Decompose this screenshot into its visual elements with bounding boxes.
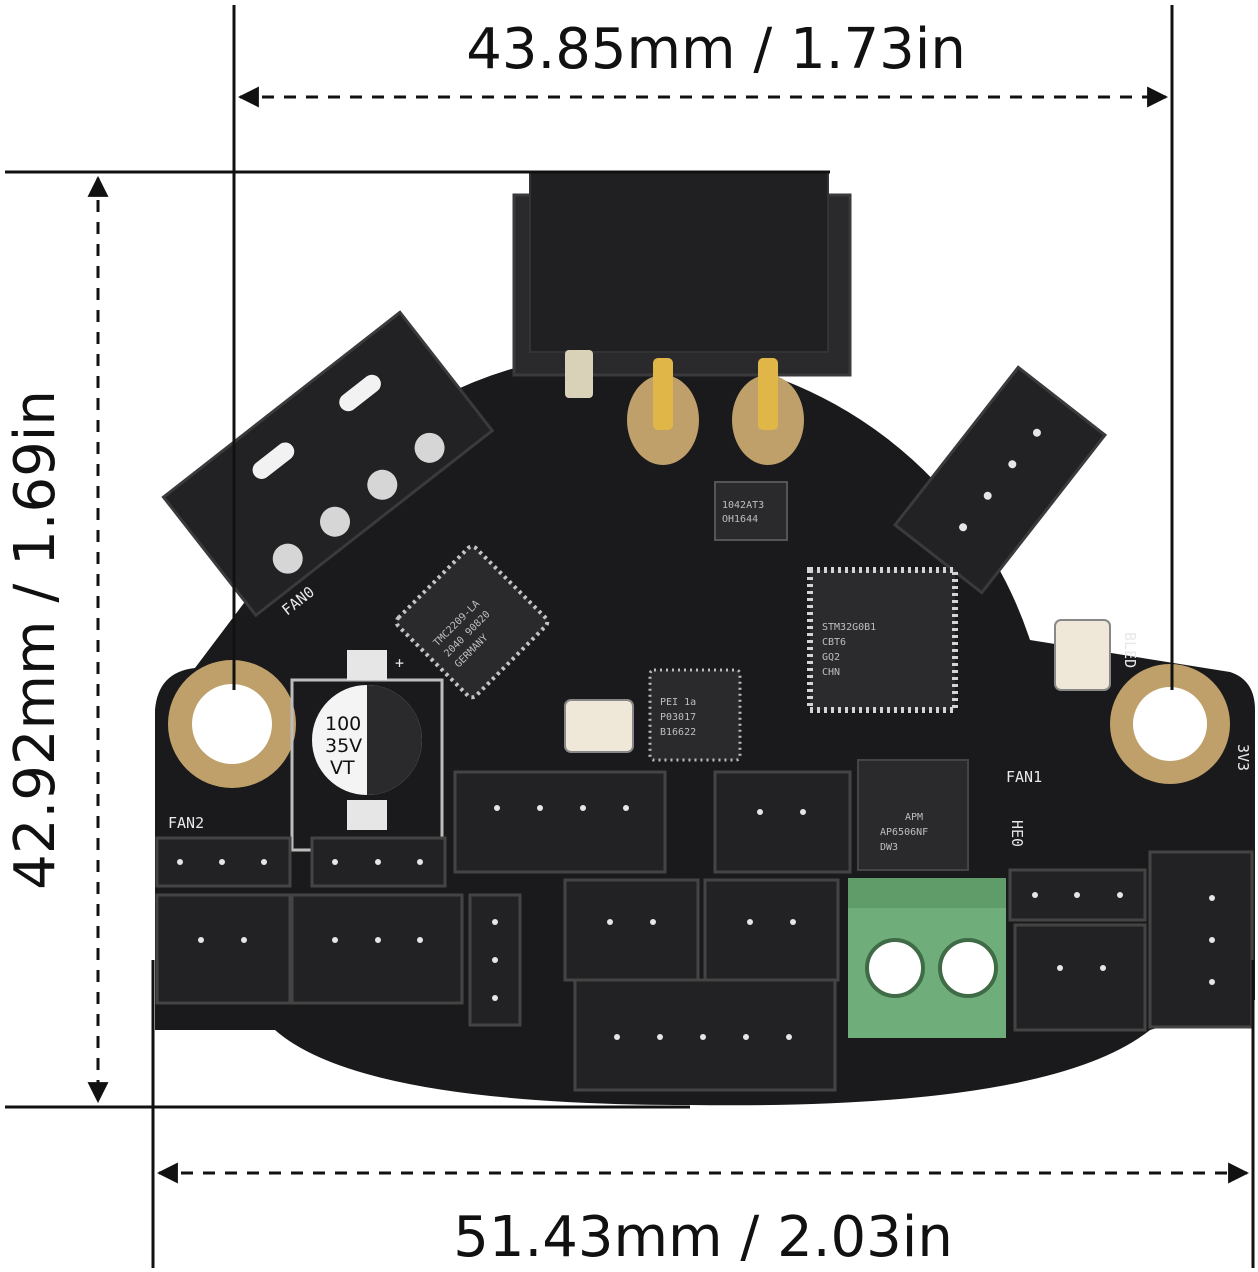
sot-text-2: OH1644 [722, 514, 758, 525]
mcu-text-4: CHN [822, 667, 840, 678]
mcu-text-3: GQ2 [822, 652, 840, 663]
mount-hole-left [168, 660, 296, 788]
sot-text-1: 1042AT3 [722, 500, 764, 511]
electrolytic-capacitor: 100 35V VT + [290, 650, 444, 852]
power-connector-top [512, 171, 852, 465]
sensor-chip: PEI 1a P03017 B16622 [648, 668, 742, 762]
crystal-left [564, 699, 634, 753]
mount-hole-right [1110, 664, 1230, 784]
label-3v3: 3V3 [1234, 744, 1252, 771]
capacitor-text-1: 100 [325, 713, 361, 735]
mcu-text-2: CBT6 [822, 637, 846, 648]
mcu-chip: STM32G0B1 CBT6 GQ2 CHN [807, 567, 958, 713]
capacitor-text-2: 35V [325, 735, 362, 757]
dimension-top-width: 43.85mm / 1.73in [466, 17, 966, 82]
sensor-text-3: B16622 [660, 727, 696, 738]
sensor-text-2: P03017 [660, 712, 696, 723]
angled-connector-left [161, 310, 495, 618]
stepper-driver-chip: TMC2209-LA 2040 90820 GERMANY [394, 544, 550, 700]
mosfet-text-1: APM [905, 812, 923, 823]
mosfet-text-2: AP6506NF [880, 827, 928, 838]
bottom-connectors [155, 770, 1254, 1092]
mosfet-chip: APM AP6506NF DW3 [857, 759, 969, 871]
label-he0: HE0 [1008, 820, 1026, 847]
mcu-text-1: STM32G0B1 [822, 622, 876, 633]
label-fan1: FAN1 [1006, 768, 1042, 786]
label-fan2: FAN2 [168, 814, 204, 832]
angled-connector-right [892, 365, 1108, 595]
crystal-right [1054, 619, 1111, 691]
capacitor-text-3: VT [330, 757, 355, 779]
dimension-lines [5, 5, 1255, 1268]
capacitor-plus: + [395, 654, 404, 672]
dimension-height: 42.92mm / 1.69in [3, 390, 68, 890]
pcb-board: TMC2209-LA 2040 90820 GERMANY STM32G0B1 … [155, 171, 1255, 1106]
sensor-text-1: PEI 1a [660, 697, 696, 708]
mosfet-text-3: DW3 [880, 842, 898, 853]
dimension-bottom-width: 51.43mm / 2.03in [453, 1205, 953, 1270]
screw-terminal [848, 878, 1006, 1038]
sot-chip: 1042AT3 OH1644 [714, 481, 788, 541]
label-bled: BLED [1121, 632, 1139, 668]
